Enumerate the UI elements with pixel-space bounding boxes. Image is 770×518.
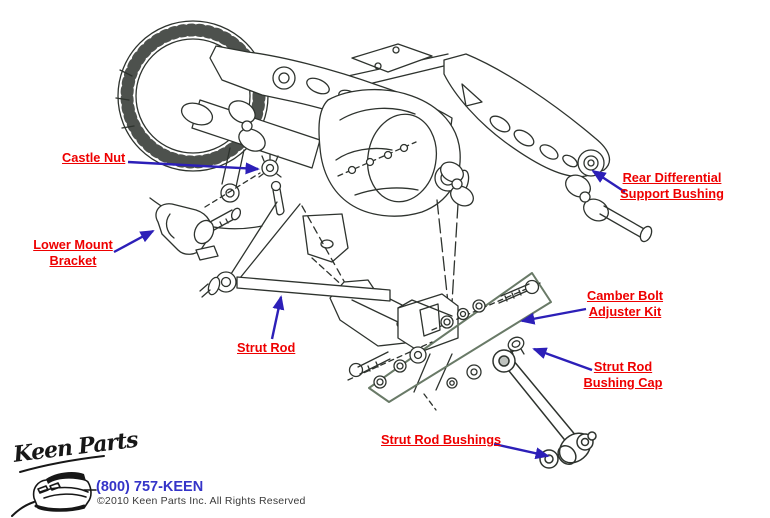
right-trailing-arm-drawing [443, 53, 611, 178]
differential-housing-drawing [318, 43, 470, 217]
label-text: Support Bushing [620, 185, 724, 201]
lower-fasteners-drawing [347, 341, 433, 389]
phone-number: (800) 757-KEEN [96, 479, 204, 495]
label-rear-differential-support-bushing[interactable]: Rear Differential Support Bushing [618, 170, 726, 201]
label-text: Adjuster Kit [588, 303, 662, 319]
arrow-rear-differential-support-bushing [591, 169, 626, 194]
castle-nut-drawing [258, 154, 282, 178]
label-text: Rear Differential [622, 170, 722, 185]
halfshaft-yoke-drawing [440, 161, 653, 243]
camber-kit-fasteners-drawing [431, 279, 541, 331]
cotter-pin-drawing [270, 180, 285, 216]
arrow-strut-rod-bushings [493, 442, 550, 460]
copyright-text: ©2010 Keen Parts Inc. All Rights Reserve… [97, 495, 306, 507]
label-text: Bushing Cap [583, 374, 663, 390]
arrow-castle-nut [127, 160, 260, 175]
support-strap-drawing [204, 147, 349, 263]
label-castle-nut[interactable]: Castle Nut [62, 150, 125, 166]
label-text: Strut Rod [593, 359, 653, 374]
arrow-lower-mount-bracket [113, 229, 155, 254]
label-strut-rod-bushing-cap[interactable]: Strut Rod Bushing Cap [573, 359, 673, 390]
label-text: Strut Rod Bushings [381, 432, 502, 447]
lower-mount-bracket-drawing [155, 203, 242, 261]
arrow-strut-rod [270, 295, 285, 340]
rear-differential-support-bushing-drawing [577, 149, 605, 177]
label-camber-bolt-adjuster-kit[interactable]: Camber Bolt Adjuster Kit [575, 288, 675, 319]
label-lower-mount-bracket[interactable]: Lower Mount Bracket [24, 237, 122, 268]
label-text: Strut Rod [237, 340, 296, 355]
camber-bracket-drawing [329, 279, 459, 411]
keen-parts-logo-car [11, 455, 105, 517]
axle-tube-drawing [180, 99, 321, 169]
label-strut-rod[interactable]: Strut Rod [237, 340, 295, 356]
label-text: Lower Mount [33, 237, 113, 252]
label-text: Bracket [49, 252, 97, 268]
arrow-strut-rod-bushing-cap [532, 347, 593, 372]
upper-strut-rod-drawing [199, 271, 391, 302]
label-text: Camber Bolt [586, 288, 664, 303]
label-strut-rod-bushings[interactable]: Strut Rod Bushings [381, 432, 501, 448]
strut-rod-bushing-cap-drawing [446, 336, 525, 389]
label-text: Castle Nut [62, 150, 126, 165]
arrow-camber-bolt-adjuster-kit [520, 307, 587, 325]
